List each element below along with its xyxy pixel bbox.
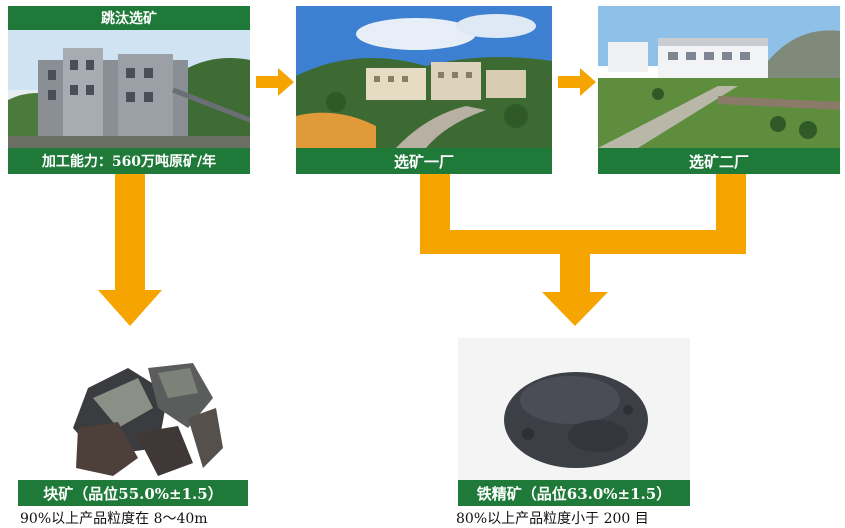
arrow-down-icon — [98, 174, 162, 326]
jig-plant-capacity: 加工能力：560万吨原矿/年 — [8, 148, 250, 174]
lump-ore-label: 块矿（品位55.0%±1.5） — [18, 480, 248, 506]
jig-plant-title: 跳汰选矿 — [8, 6, 250, 30]
jig-plant-photo — [8, 30, 250, 148]
plant-one-label: 选矿一厂 — [296, 148, 552, 174]
concentrate-caption: 80%以上产品粒度小于 200 目 — [456, 511, 649, 527]
lump-ore-caption: 90%以上产品粒度在 8～40m — [20, 511, 208, 527]
plant-two-photo — [598, 6, 840, 148]
jig-plant-card: 跳汰选矿 加工能力：560万吨原矿/年 — [8, 6, 250, 174]
lump-ore-photo — [18, 338, 248, 480]
plant-two-card: 选矿二厂 — [598, 6, 840, 174]
concentrate-photo — [458, 338, 690, 480]
arrow-right-icon — [256, 68, 294, 96]
arrow-right-icon — [558, 68, 596, 96]
lump-ore-card: 块矿（品位55.0%±1.5） — [18, 338, 248, 506]
arrow-down-icon — [420, 174, 746, 326]
plant-one-card: 选矿一厂 — [296, 6, 552, 174]
plant-two-label: 选矿二厂 — [598, 148, 840, 174]
plant-one-photo — [296, 6, 552, 148]
concentrate-card: 铁精矿（品位63.0%±1.5） — [458, 338, 690, 506]
concentrate-label: 铁精矿（品位63.0%±1.5） — [458, 480, 690, 506]
